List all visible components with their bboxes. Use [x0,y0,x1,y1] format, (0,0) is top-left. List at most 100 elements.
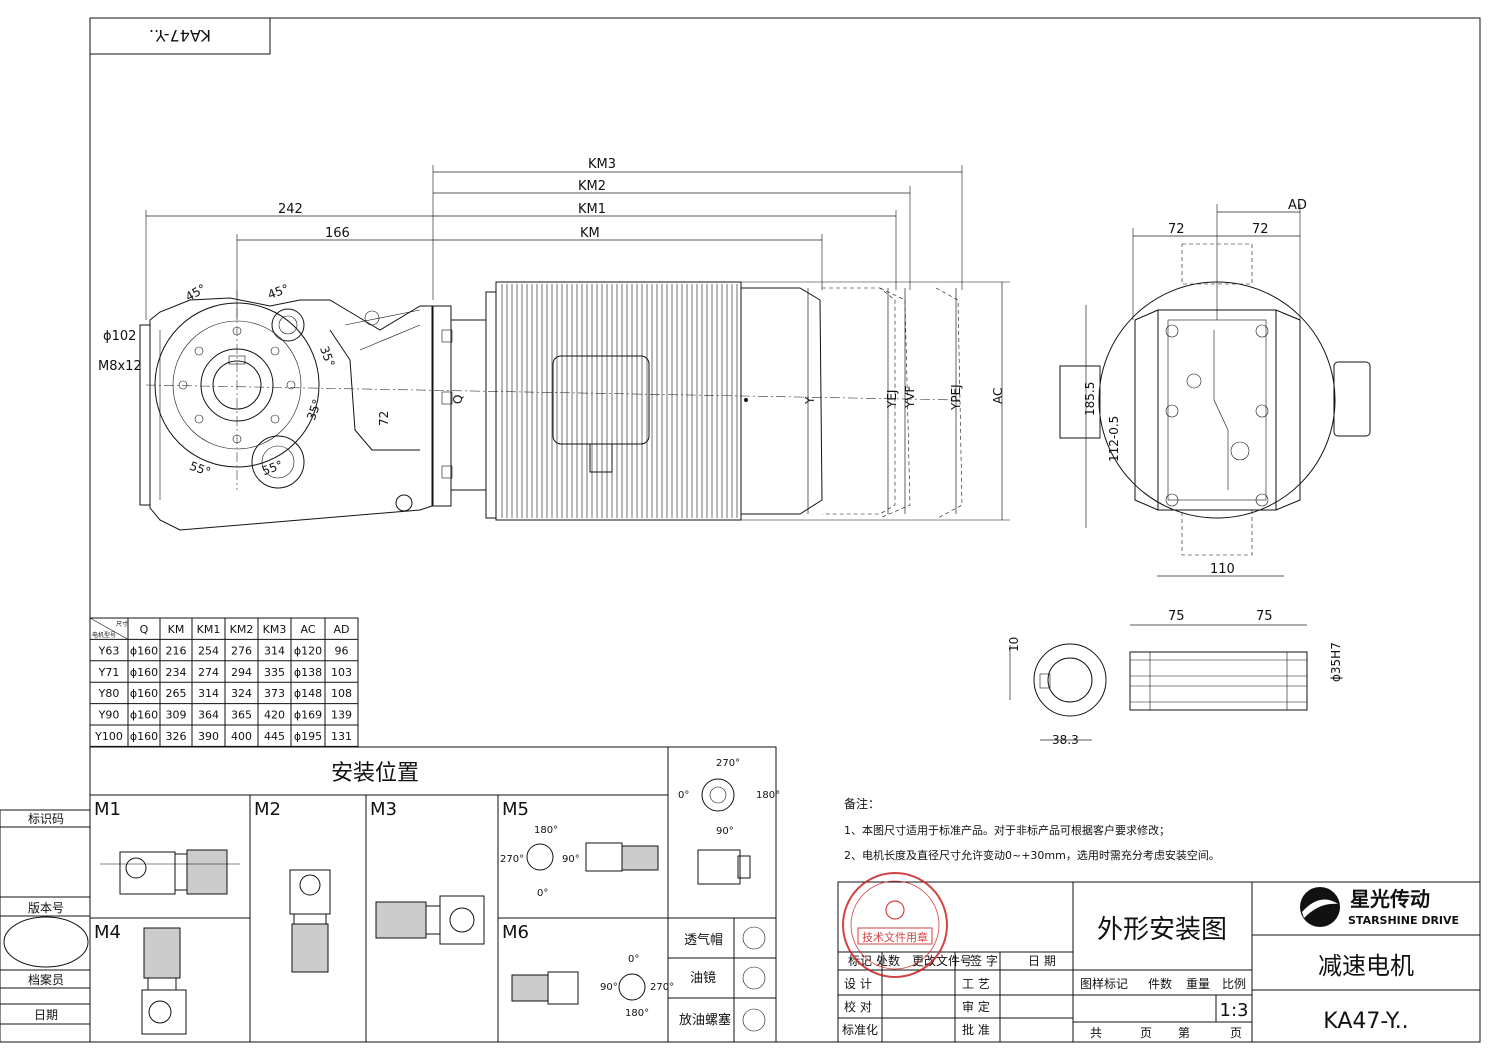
dim-112: 112-0.5 [1107,416,1121,462]
table-cell: ϕ138 [294,666,322,679]
m1-figure [100,849,240,895]
role-approve: 批 准 [962,1022,990,1037]
table-cell: 365 [231,709,252,722]
dim-166: 166 [325,226,350,241]
table-cell: 103 [331,666,352,679]
revision-header: 标记 [848,954,872,968]
vent-plug [271,308,305,342]
motor-end-cover [741,287,823,515]
table-row-model: Y90 [98,709,120,722]
table-cell: 216 [166,644,187,657]
side-view: 72 72 AD 110 185.5 112-0.5 [1059,198,1371,577]
m5-angle-180: 180° [534,825,558,836]
m5-angle-0: 0° [537,888,548,899]
m5-angle-270: 270° [500,854,524,865]
stamp-logo-icon [885,900,905,920]
dim-yvf: YVF [903,385,917,409]
revision-header: 签 字 [970,953,998,968]
vent-symbol-icon [742,926,766,950]
front-view: KM3 KM2 KM1 KM 242 166 ϕ102 M8x1 [98,157,1010,531]
angle-45a: 45° [183,281,208,304]
table-cell: 274 [198,666,219,679]
legend-drain: 放油螺塞 [679,1012,731,1028]
scale-value: 1:3 [1220,1000,1249,1021]
drawing-frame [89,17,1481,1043]
angle-35a: 35° [317,344,337,369]
revision-header: 更改文件号 [912,953,972,968]
gear-housing [149,297,433,531]
table-cell: ϕ195 [294,730,322,743]
table-cell: 294 [231,666,252,679]
label-m3: M3 [370,799,397,820]
legend-vent: 透气帽 [684,932,723,948]
terminal-box [552,355,650,445]
role-check: 校 对 [844,999,872,1014]
table-corner-top: 尺寸 [116,620,128,628]
label-date: 日期 [34,1008,58,1022]
legend-oil-gauge: 油镜 [690,971,716,986]
sheet-no: 第 [1178,1026,1190,1040]
notes-line2: 2、电机长度及直径尺寸允许变动0~+30mm，选用时需充分考虑安装空间。 [844,848,1220,862]
table-cell: ϕ160 [130,709,158,722]
stage-headers: 图样标记件数重量比例 [1080,976,1246,991]
m6-angle-90: 90° [600,982,618,993]
table-row-model: Y80 [98,687,120,700]
dim-y: Y [803,396,817,405]
dim-yej: YEJ [885,390,899,409]
oil-gauge-symbol-icon [742,966,766,990]
approval-stamp: 技术文件用章 [842,872,948,978]
m3-figure [375,895,485,945]
dim-km3: KM3 [588,157,616,172]
table-corner-bottom: 电机型号 [92,631,116,639]
table-cell: 364 [198,709,219,722]
sheet-page2: 页 [1230,1026,1242,1040]
dim-10: 10 [1007,637,1021,652]
table-cell: ϕ169 [294,709,322,722]
table-cell: ϕ160 [130,666,158,679]
orient-angle-180: 180° [756,790,780,801]
drawing-name: 外形安装图 [1097,915,1227,945]
angle-35b: 35° [304,397,324,422]
table-cell: 265 [166,687,187,700]
dim-km2: KM2 [578,179,606,194]
table-cell: 254 [198,644,219,657]
orientation-figure [697,778,751,885]
dim-75b: 75 [1256,609,1273,624]
dim-phi35: ϕ35H7 [1329,642,1343,682]
company-en: STARSHINE DRIVE [1348,914,1459,927]
dim-top: KM3 KM2 KM1 KM 242 166 [145,157,963,320]
angle-45b: 45° [266,282,291,302]
role-process: 工 艺 [962,977,990,991]
company-cn: 星光传动 [1350,887,1430,911]
table-cell: 108 [331,687,352,700]
angle-55a: 55° [188,459,213,479]
stage-header: 图样标记 [1080,976,1128,991]
product-model: KA47-Y.. [1323,1009,1408,1034]
product-name: 减速电机 [1318,952,1414,980]
angle-55b: 55° [260,458,285,478]
side-panel: 标识码 版本号 档案员 日期 [0,809,91,1043]
dim-72b: 72 [1252,222,1269,237]
m4-figure [141,927,187,1035]
drain-symbol-icon [742,1008,766,1032]
motor-outline-circle [1098,281,1336,519]
motor-fins [501,284,738,518]
model-code-box [89,17,271,55]
flange-bolts [178,326,296,444]
stage-header: 件数 [1148,976,1172,991]
m6-angle-180: 180° [625,1008,649,1019]
stamp-text: 技术文件用章 [862,930,928,944]
table-row-model: Y71 [98,666,120,679]
sheet-total: 共 [1090,1026,1102,1040]
table-cell: 314 [198,687,219,700]
dim-185: 185.5 [1083,382,1097,416]
label-version: 版本号 [28,901,64,915]
table-cell: 445 [264,730,285,743]
table-row-model: Y100 [94,730,123,743]
table-header: KM2 [230,623,254,636]
m5-angle-90: 90° [562,854,580,865]
side-bolts [1165,324,1269,507]
table-cell: 139 [331,709,352,722]
dim-km: KM [580,226,600,241]
